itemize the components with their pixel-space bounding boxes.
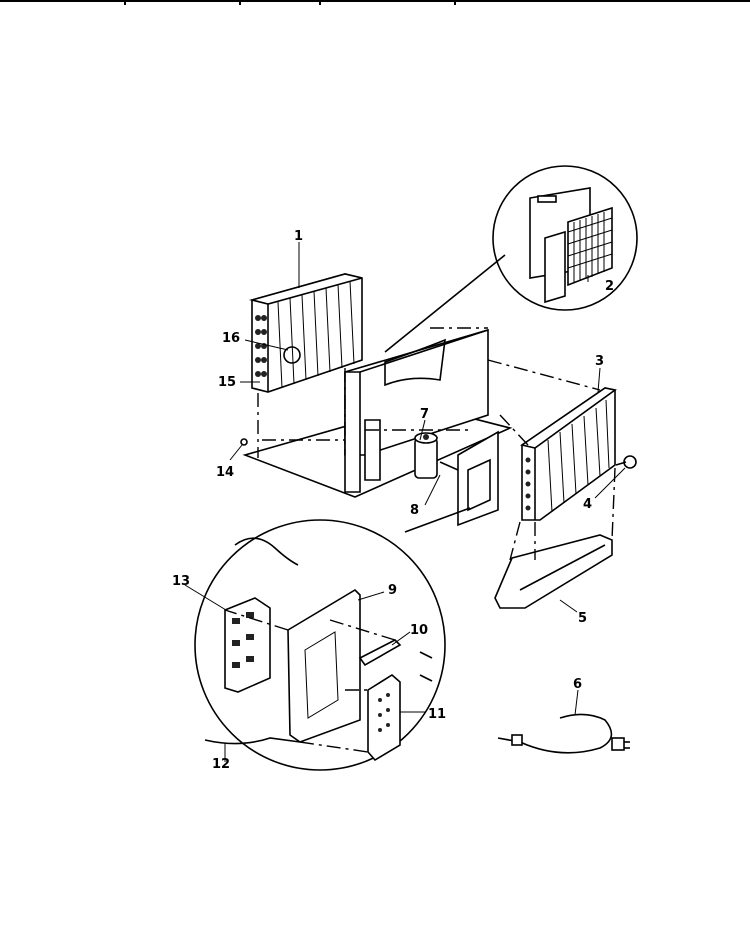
callout-15: 15	[218, 375, 236, 390]
chassis	[242, 328, 513, 498]
callout-10: 10	[410, 623, 428, 638]
electrical-detail-circle	[194, 507, 471, 771]
part-6-power-cord	[497, 713, 630, 754]
part-2-filter-detail	[492, 165, 638, 311]
callout-5: 5	[578, 611, 587, 626]
callout-11: 11	[428, 707, 446, 722]
part-7-capacitor	[414, 432, 438, 479]
callout-labels: 1 2 3 4 5 6 7 8 9 10 11 12 13 14 15 16	[172, 229, 614, 772]
leader-lines	[184, 242, 626, 762]
part-8-control-box	[439, 430, 499, 527]
callout-2: 2	[605, 279, 614, 294]
detail-2-leader	[384, 254, 506, 353]
callout-13: 13	[172, 574, 190, 589]
callout-8: 8	[410, 503, 419, 518]
callout-3: 3	[595, 354, 604, 369]
callout-4: 4	[583, 497, 592, 512]
callout-1: 1	[294, 229, 303, 244]
callout-12: 12	[212, 757, 230, 772]
part-3-condenser-coil	[520, 387, 617, 521]
callout-16: 16	[222, 331, 240, 346]
part-5-drain-pan	[494, 534, 613, 609]
top-border	[0, 0, 750, 5]
callout-9: 9	[388, 583, 397, 598]
part-14-screw	[240, 438, 248, 446]
callout-14: 14	[216, 465, 234, 480]
callout-7: 7	[420, 407, 429, 422]
assembly-lines	[257, 327, 616, 561]
part-4-fitting	[615, 455, 637, 469]
callout-6: 6	[573, 677, 582, 692]
part-1-evaporator-coil	[248, 273, 363, 393]
